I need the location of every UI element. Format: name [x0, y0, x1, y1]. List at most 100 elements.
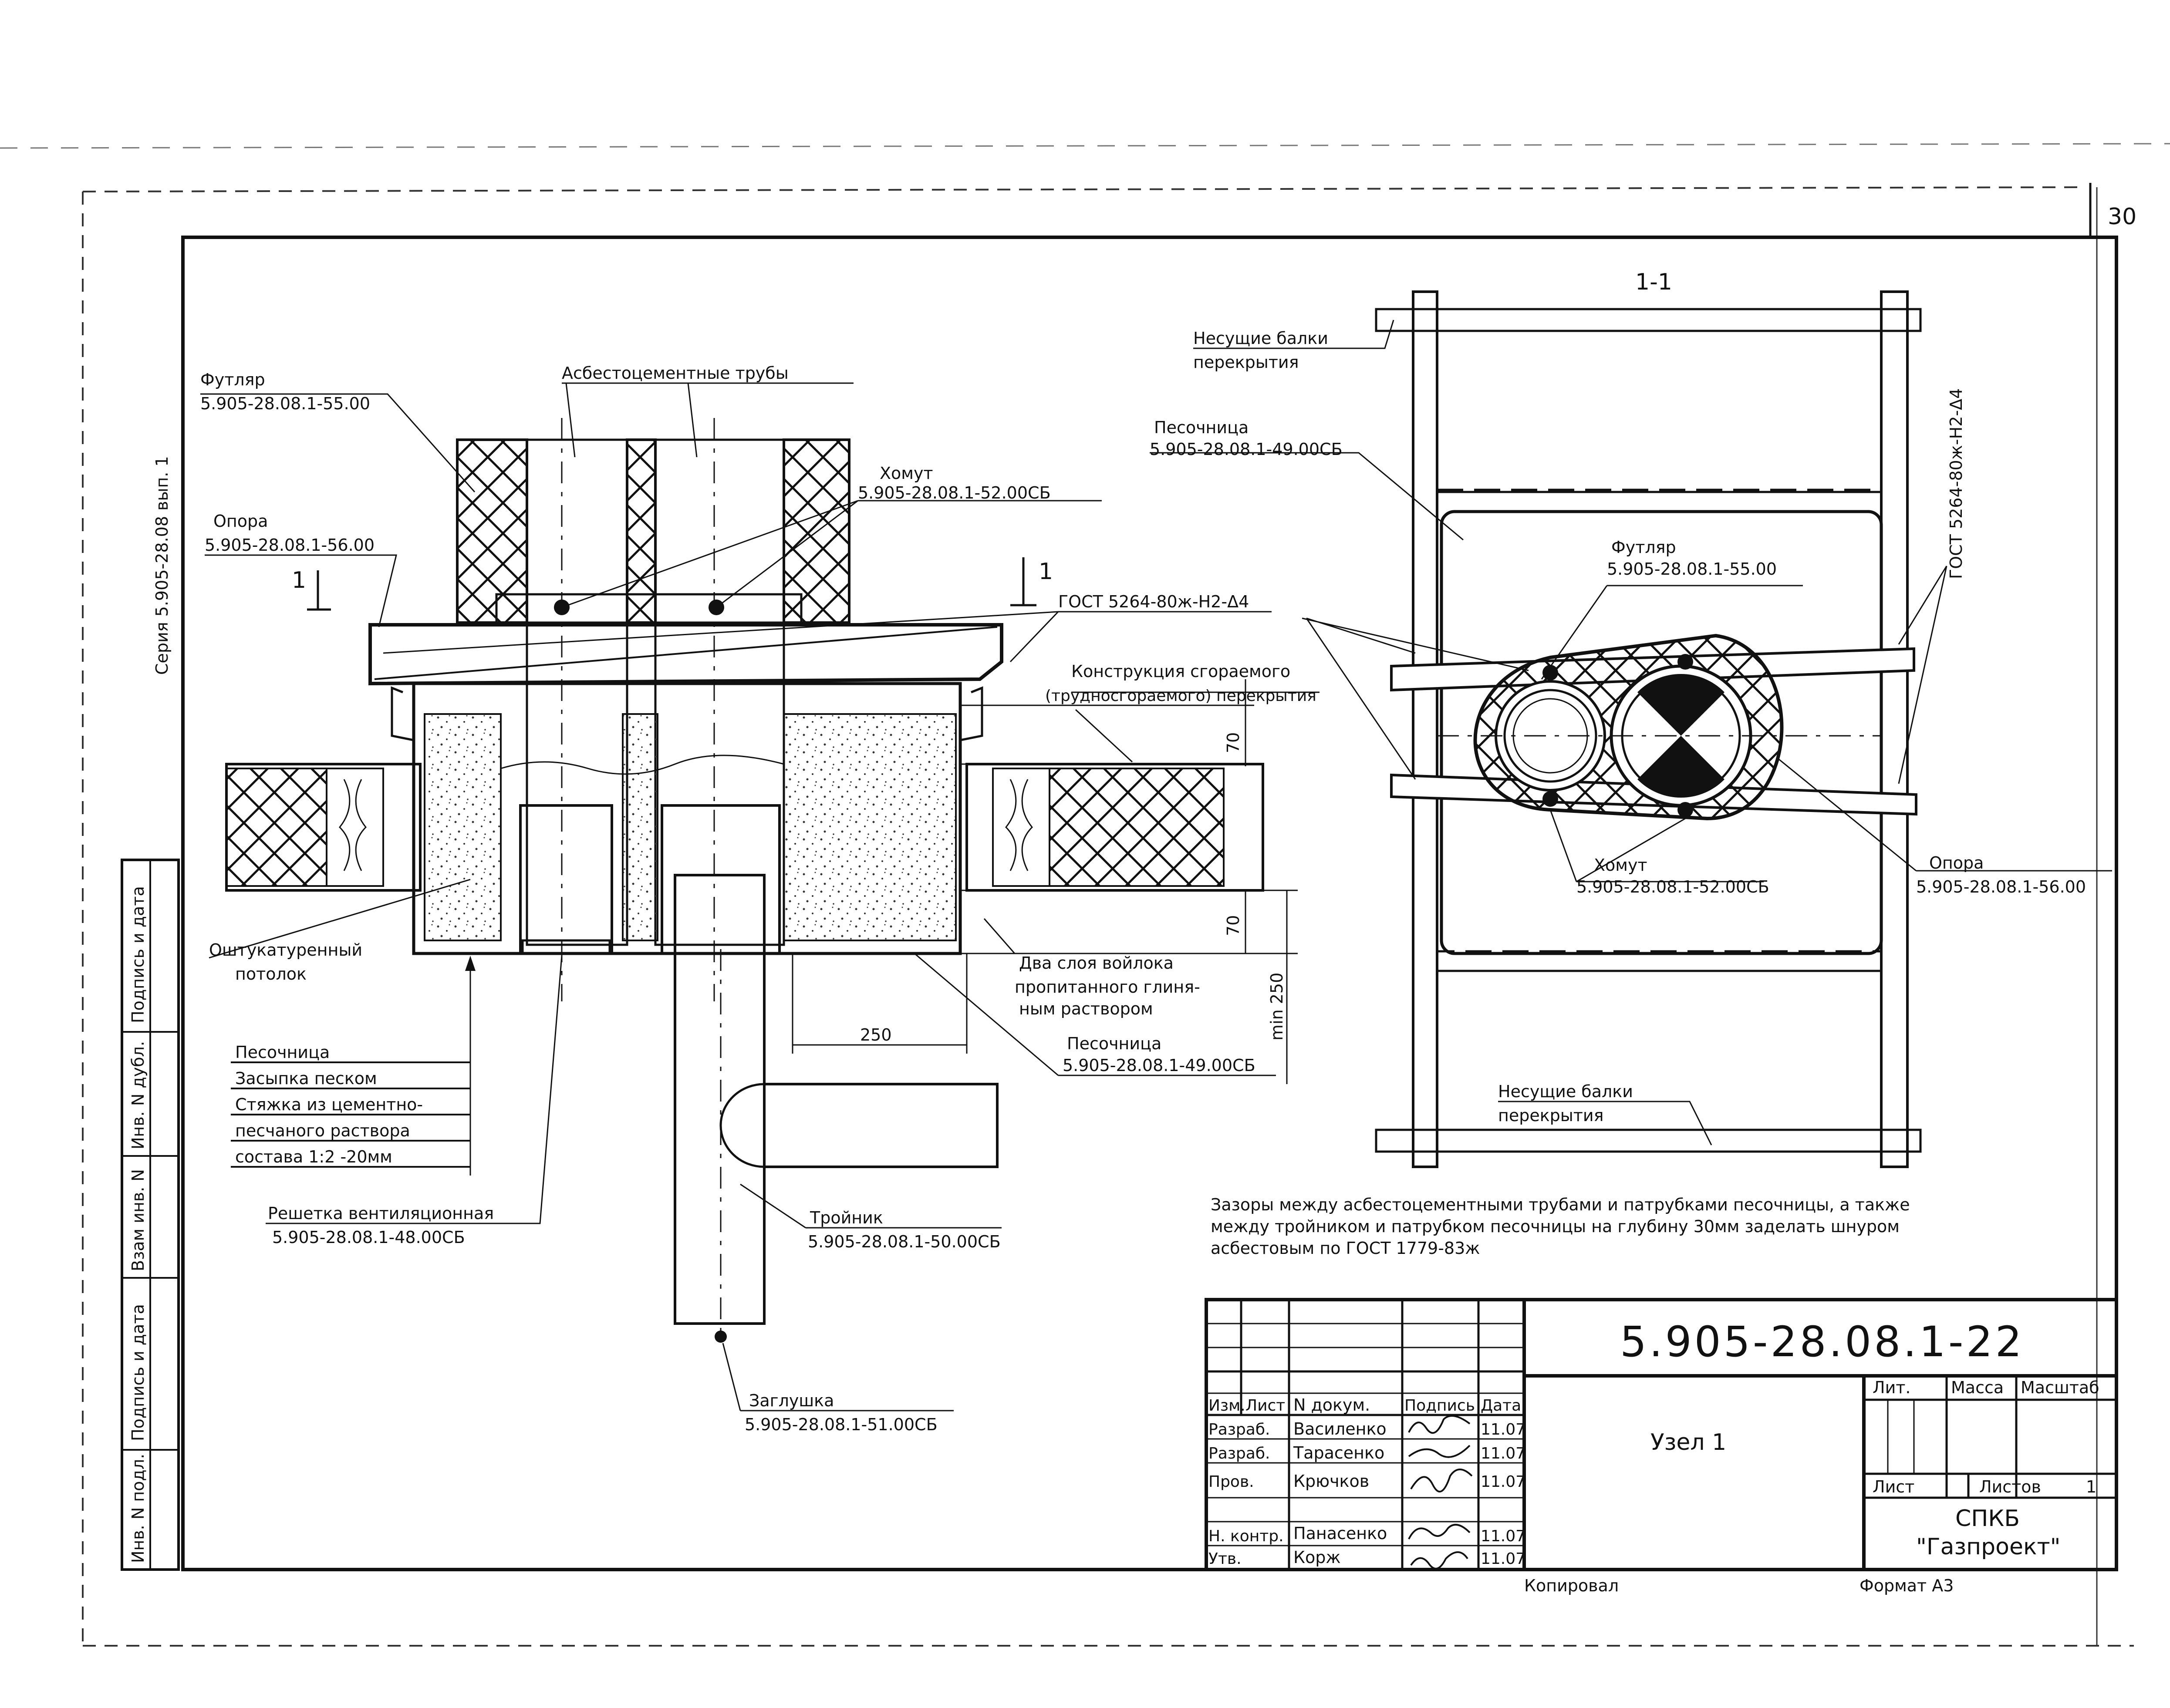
- label-opora: Опора: [213, 512, 268, 531]
- floor-insulation-left: [226, 768, 327, 887]
- code-futlyar: 5.905-28.08.1-55.00: [200, 394, 370, 413]
- code-tee: 5.905-28.08.1-50.00СБ: [808, 1232, 1001, 1251]
- label-plaster-2: потолок: [235, 964, 307, 984]
- floor-wood-left: [326, 768, 384, 887]
- code-plug: 5.905-28.08.1-51.00СБ: [745, 1415, 938, 1434]
- label-felt-2: пропитанного глиня-: [1015, 977, 1200, 997]
- tb-header-izm: Изм.: [1208, 1397, 1245, 1415]
- code-pesochnitsa-right: 5.905-28.08.1-49.00СБ: [1150, 440, 1343, 459]
- tb-date-1: 11.07: [1481, 1421, 1525, 1438]
- label-homut-right: Хомут: [1594, 856, 1647, 875]
- sandbox-list-item-3: Стяжка из цементно-: [235, 1095, 423, 1114]
- tb-name-2: Тарасенко: [1293, 1443, 1384, 1462]
- label-gost-weld-right: ГОСТ 5264-80ж-Н2-Δ4: [1947, 388, 1966, 579]
- copied-label: Копировал: [1524, 1576, 1619, 1595]
- tb-name-4: Панасенко: [1293, 1524, 1387, 1543]
- cross-beam-bottom: [1375, 1129, 1922, 1153]
- label-beams-top-2: перекрытия: [1193, 353, 1299, 372]
- floor-wood-right: [992, 768, 1050, 887]
- tb-role-2: Разраб.: [1208, 1445, 1270, 1462]
- label-pesochnitsa-left: Песочница: [1067, 1034, 1161, 1053]
- tb-role-4: Н. контр.: [1208, 1527, 1284, 1545]
- drawing-title: Узел 1: [1650, 1429, 1726, 1455]
- dim-70-bottom: 70: [1224, 915, 1243, 936]
- note-line-3: асбестовым по ГОСТ 1779-83ж: [1211, 1239, 1480, 1258]
- tb-header-sign: Подпись: [1404, 1397, 1475, 1415]
- tb-header-doc: N докум.: [1293, 1395, 1370, 1415]
- strip-cell-5: Инв. N подл.: [128, 1454, 148, 1563]
- label-grid: Решетка вентиляционная: [268, 1204, 494, 1223]
- tb-name-1: Василенко: [1293, 1419, 1387, 1438]
- label-gost-weld-left: ГОСТ 5264-80ж-Н2-Δ4: [1058, 592, 1249, 611]
- tb-header-list: Лист: [1245, 1397, 1285, 1415]
- page-number: 30: [2108, 204, 2136, 230]
- title-block: Изм. Лист N докум. Подпись Дата Разраб. …: [1205, 1298, 2118, 1595]
- tb-role-1: Разраб.: [1208, 1421, 1270, 1438]
- tb-mass-header: Масса: [1951, 1378, 2004, 1397]
- beam-right: [1880, 290, 1909, 1168]
- tee-pipe: [674, 874, 766, 1325]
- support-beam: [368, 623, 1003, 686]
- sleeve-right: [661, 804, 781, 955]
- label-futlyar: Футляр: [200, 370, 265, 389]
- tb-sheet-label: Лист: [1873, 1477, 1914, 1496]
- plug-mark: [715, 1331, 727, 1343]
- dim-250: 250: [860, 1025, 892, 1044]
- code-homut: 5.905-28.08.1-52.00СБ: [858, 483, 1051, 502]
- org-name-1: СПКБ: [1955, 1506, 2020, 1532]
- left-section-view: 1 1 70 70 min 250 250: [200, 364, 1320, 1434]
- tb-role-5: Утв.: [1208, 1550, 1242, 1568]
- cross-beam-top: [1375, 308, 1922, 332]
- tb-name-3: Крючков: [1293, 1472, 1369, 1491]
- org-name-2: "Газпроект": [1916, 1534, 2061, 1560]
- label-pesochnitsa-right: Песочница: [1154, 418, 1249, 437]
- tb-name-5: Корж: [1293, 1548, 1341, 1567]
- label-beams-top-1: Несущие балки: [1193, 329, 1328, 348]
- label-construction-1: Конструкция сгораемого: [1071, 662, 1290, 681]
- signatures: [1408, 1415, 1473, 1570]
- tb-header-date: Дата: [1481, 1397, 1521, 1415]
- tb-role-3: Пров.: [1208, 1473, 1254, 1491]
- sandbox-list-item-4: песчаного раствора: [235, 1121, 410, 1140]
- sleeve-left: [519, 804, 613, 955]
- label-felt-3: ным раствором: [1019, 999, 1153, 1018]
- sand-fill-left: [424, 713, 502, 941]
- tb-scale-header: Масштаб: [2021, 1378, 2099, 1397]
- tee-branch: [764, 1083, 999, 1168]
- code-homut-right: 5.905-28.08.1-52.00СБ: [1576, 877, 1769, 896]
- sandbox-frame: [1440, 510, 1883, 955]
- scan-border-outer: [0, 143, 2170, 149]
- strip-cell-1: Подпись и дата: [128, 886, 148, 1023]
- doc-number: 5.905-28.08.1-22: [1620, 1317, 2025, 1366]
- label-construction-2: (трудносгораемого) перекрытия: [1045, 687, 1316, 705]
- strip-cell-2: Инв. N дубл.: [128, 1041, 148, 1149]
- label-tee: Тройник: [810, 1208, 883, 1227]
- code-opora: 5.905-28.08.1-56.00: [205, 536, 375, 555]
- note-line-2: между тройником и патрубком песочницы на…: [1211, 1217, 1900, 1236]
- ventilation-grid: [521, 939, 611, 955]
- label-asbestos-pipes: Асбестоцементные трубы: [562, 364, 789, 383]
- tb-date-5: 11.07: [1481, 1550, 1525, 1568]
- casing-wall-left: [456, 438, 528, 624]
- sandbox-list-item-1: Песочница: [235, 1043, 330, 1062]
- label-beams-bottom-2: перекрытия: [1498, 1106, 1604, 1125]
- tb-lit-header: Лит.: [1873, 1378, 1911, 1397]
- sand-fill-right: [783, 713, 957, 941]
- sandbox-list-item-5: состава 1:2 -20мм: [235, 1147, 392, 1166]
- label-plaster-1: Оштукатуренный: [209, 940, 362, 960]
- tb-date-3: 11.07: [1481, 1473, 1525, 1491]
- scan-border-top: [82, 186, 2078, 192]
- asbestos-pipe-right: [654, 438, 785, 946]
- code-pesochnitsa-left: 5.905-28.08.1-49.00СБ: [1063, 1056, 1255, 1075]
- label-homut: Хомут: [880, 464, 933, 483]
- tb-date-4: 11.07: [1481, 1527, 1525, 1545]
- clamp-plate: [495, 593, 803, 624]
- series-label: Серия 5.905-28.08 вып. 1: [152, 456, 172, 675]
- right-section-view: 1-1: [1150, 269, 2112, 1168]
- strip-cell-4: Подпись и дата: [128, 1304, 148, 1441]
- section-label: 1-1: [1635, 269, 1672, 295]
- label-futlyar-right: Футляр: [1611, 538, 1676, 557]
- dim-70-top: 70: [1224, 732, 1243, 753]
